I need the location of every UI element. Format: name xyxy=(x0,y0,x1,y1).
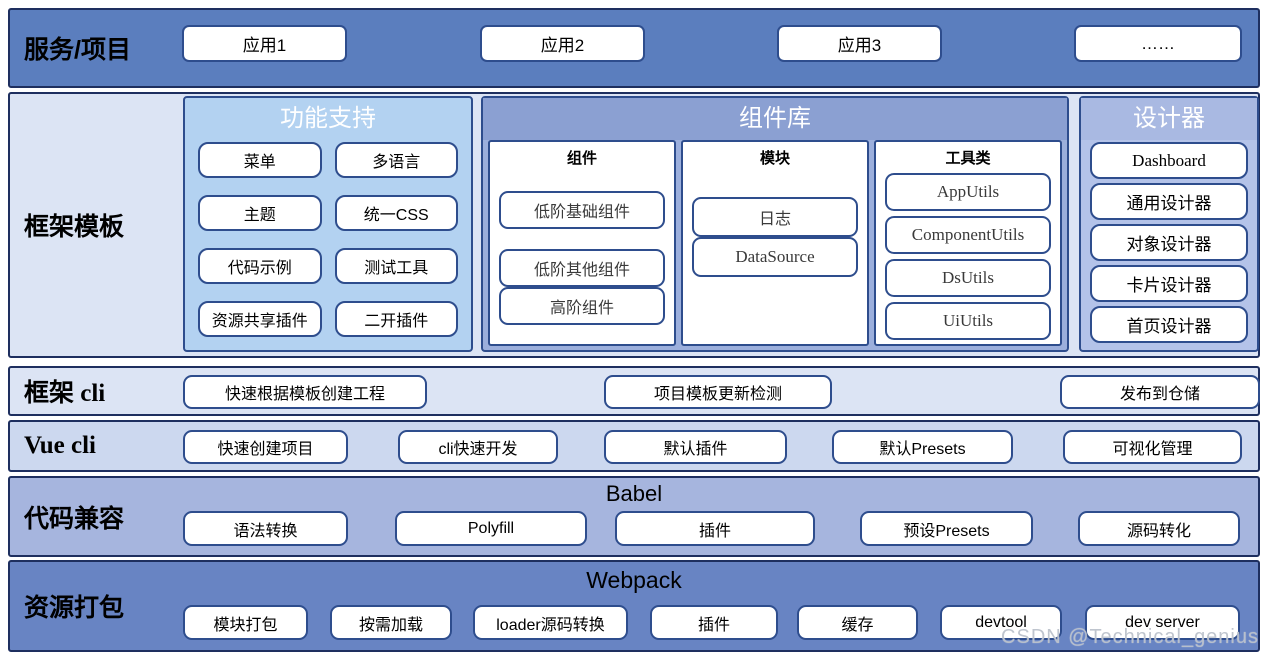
fcli-box-publish: 发布到仓储 xyxy=(1060,375,1260,409)
row-webpack: 资源打包 Webpack 模块打包 按需加载 loader源码转换 插件 缓存 … xyxy=(8,560,1260,652)
feature-box-i18n: 多语言 xyxy=(334,142,458,178)
vuecli-box-dev: cli快速开发 xyxy=(398,430,558,464)
feature-box-code-sample: 代码示例 xyxy=(198,248,322,284)
row-vue-cli-label: Vue cli xyxy=(24,432,96,459)
group-components-title: 组件 xyxy=(566,150,597,167)
row-framework-cli: 框架 cli 快速根据模板创建工程 项目模板更新检测 发布到仓储 xyxy=(8,366,1260,416)
panel-designer: 设计器 Dashboard 通用设计器 对象设计器 卡片设计器 首页设计器 xyxy=(1079,96,1259,352)
row-framework-template-label: 框架模板 xyxy=(24,213,125,241)
vuecli-box-presets: 默认Presets xyxy=(832,430,1013,464)
panel-designer-title: 设计器 xyxy=(1081,98,1257,140)
row-vue-cli: Vue cli 快速创建项目 cli快速开发 默认插件 默认Presets 可视… xyxy=(8,420,1260,472)
row-framework-template: 框架模板 功能支持 菜单 多语言 主题 统一CSS 代码示例 测试工具 资源共享… xyxy=(8,92,1260,358)
comp-box-high: 高阶组件 xyxy=(499,287,665,325)
group-components: 组件 低阶基础组件 低阶其他组件 高阶组件 xyxy=(488,140,676,346)
utils-box-apputils: AppUtils xyxy=(885,173,1051,211)
panel-component-library: 组件库 组件 低阶基础组件 低阶其他组件 高阶组件 模块 日志 DataSour… xyxy=(481,96,1069,352)
webpack-box-bundle: 模块打包 xyxy=(183,605,308,640)
app-box-more: …… xyxy=(1074,25,1242,62)
comp-box-low-basic: 低阶基础组件 xyxy=(499,191,665,229)
module-box-log: 日志 xyxy=(692,197,858,237)
group-utils: 工具类 AppUtils ComponentUtils DsUtils UiUt… xyxy=(874,140,1062,346)
designer-list: Dashboard 通用设计器 对象设计器 卡片设计器 首页设计器 xyxy=(1081,140,1257,343)
row-babel-label: 代码兼容 xyxy=(24,504,125,533)
group-modules-title: 模块 xyxy=(759,150,790,167)
designer-box-general: 通用设计器 xyxy=(1090,183,1248,220)
row-framework-cli-label-en: cli xyxy=(74,380,106,407)
fcli-box-create: 快速根据模板创建工程 xyxy=(183,375,427,409)
webpack-box-loader: loader源码转换 xyxy=(473,605,628,640)
feature-box-share-plugin: 资源共享插件 xyxy=(198,301,322,337)
app-box-2: 应用2 xyxy=(480,25,645,62)
babel-box-presets: 预设Presets xyxy=(860,511,1033,546)
feature-box-menu: 菜单 xyxy=(198,142,322,178)
feature-grid: 菜单 多语言 主题 统一CSS 代码示例 测试工具 资源共享插件 二开插件 xyxy=(185,140,471,337)
babel-box-transform: 源码转化 xyxy=(1078,511,1240,546)
feature-box-secdev-plugin: 二开插件 xyxy=(334,301,458,337)
designer-box-object: 对象设计器 xyxy=(1090,224,1248,261)
row-services-label: 服务/项目 xyxy=(24,36,131,64)
panel-feature-support: 功能支持 菜单 多语言 主题 统一CSS 代码示例 测试工具 资源共享插件 二开… xyxy=(183,96,473,352)
utils-box-uiutils: UiUtils xyxy=(885,302,1051,340)
component-library-groups: 组件 低阶基础组件 低阶其他组件 高阶组件 模块 日志 DataSource 工… xyxy=(483,140,1067,346)
vuecli-box-ui: 可视化管理 xyxy=(1063,430,1242,464)
panel-component-library-title: 组件库 xyxy=(483,98,1067,140)
webpack-box-plugins: 插件 xyxy=(650,605,778,640)
comp-box-low-other: 低阶其他组件 xyxy=(499,249,665,287)
module-box-datasource: DataSource xyxy=(692,237,858,277)
feature-box-theme: 主题 xyxy=(198,195,322,231)
panel-feature-support-title: 功能支持 xyxy=(280,105,376,132)
group-modules: 模块 日志 DataSource xyxy=(681,140,869,346)
feature-box-test-tools: 测试工具 xyxy=(334,248,458,284)
webpack-title: Webpack xyxy=(586,567,682,593)
webpack-box-cache: 缓存 xyxy=(797,605,918,640)
row-babel: 代码兼容 Babel 语法转换 Polyfill 插件 预设Presets 源码… xyxy=(8,476,1260,557)
feature-box-css: 统一CSS xyxy=(334,195,458,231)
csdn-watermark: CSDN @Technical_genius xyxy=(1001,626,1259,648)
vuecli-box-create: 快速创建项目 xyxy=(183,430,348,464)
babel-box-plugins: 插件 xyxy=(615,511,815,546)
row-framework-cli-label-zh: 框架 xyxy=(24,379,75,407)
babel-box-syntax: 语法转换 xyxy=(183,511,348,546)
group-utils-title: 工具类 xyxy=(945,150,991,167)
webpack-box-devserver: dev server xyxy=(1085,605,1240,640)
app-box-3: 应用3 xyxy=(777,25,942,62)
fcli-box-update-check: 项目模板更新检测 xyxy=(604,375,832,409)
babel-box-polyfill: Polyfill xyxy=(395,511,587,546)
designer-box-home: 首页设计器 xyxy=(1090,306,1248,343)
app-box-1: 应用1 xyxy=(182,25,347,62)
utils-box-dsutils: DsUtils xyxy=(885,259,1051,297)
webpack-box-lazyload: 按需加载 xyxy=(330,605,452,640)
row-framework-cli-label: 框架 cli xyxy=(24,373,105,409)
row-services: 服务/项目 应用1 应用2 应用3 …… xyxy=(8,8,1260,88)
utils-box-componentutils: ComponentUtils xyxy=(885,216,1051,254)
designer-box-dashboard: Dashboard xyxy=(1090,142,1248,179)
designer-box-card: 卡片设计器 xyxy=(1090,265,1248,302)
row-webpack-label: 资源打包 xyxy=(24,594,125,622)
babel-title: Babel xyxy=(605,481,663,506)
vuecli-box-plugins: 默认插件 xyxy=(604,430,787,464)
webpack-box-devtool: devtool xyxy=(940,605,1062,640)
